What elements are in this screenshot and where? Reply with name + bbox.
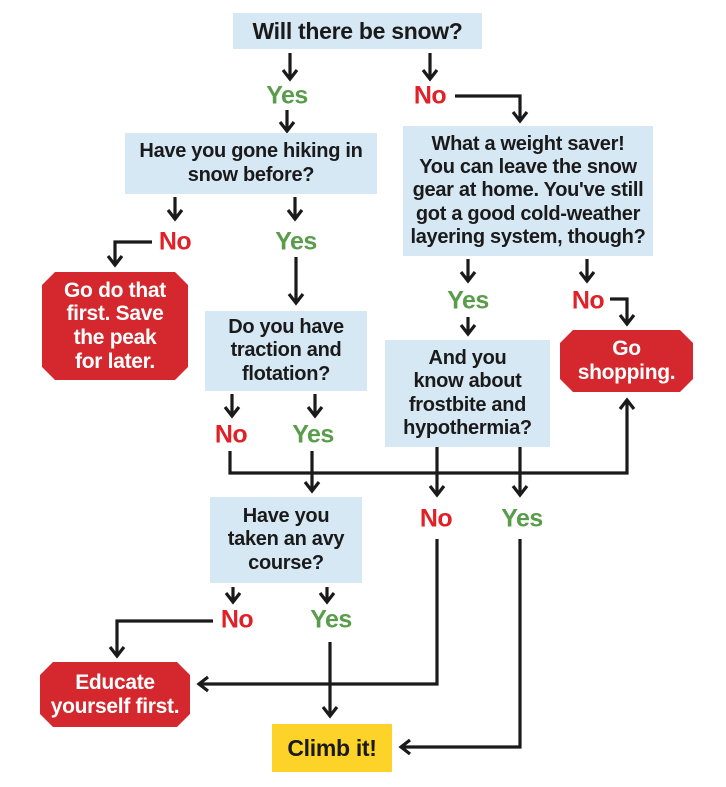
node-will-there-be-snow: Will there be snow?: [233, 13, 482, 49]
label-yes-avy: Yes: [310, 605, 352, 634]
label-yes-traction: Yes: [292, 420, 334, 449]
node-avy-course: Have you taken an avy course?: [210, 497, 362, 583]
node-educate-yourself: Educate yourself first.: [40, 662, 190, 727]
node-climb-it: Climb it!: [272, 724, 392, 772]
edge-no-educate-long: [196, 539, 439, 693]
label-no-frostbite: No: [419, 504, 453, 533]
node-go-do-that-first: Go do that first. Save the peak for late…: [42, 272, 188, 380]
label-no-avy: No: [220, 605, 254, 634]
label-yes-snow: Yes: [266, 81, 308, 110]
edge-no-godothat: [106, 240, 152, 268]
edge-no-goshopping-up: [228, 397, 636, 475]
label-yes-weight: Yes: [447, 286, 489, 315]
node-hiking-before: Have you gone hiking in snow before?: [125, 133, 377, 194]
edge-no-weight: [455, 94, 529, 124]
label-yes-hiking: Yes: [275, 227, 317, 256]
edge-yes-climb-long: [398, 539, 522, 756]
label-no-hiking: No: [158, 227, 192, 256]
node-traction-flotation: Do you have traction and flotation?: [205, 311, 367, 391]
label-no-traction: No: [214, 420, 248, 449]
label-no-snow: No: [413, 81, 447, 110]
node-frostbite-hypothermia: And you know about frostbite and hypothe…: [385, 340, 550, 447]
label-yes-frostbite: Yes: [501, 504, 543, 533]
edge-no-educate: [108, 619, 213, 659]
node-go-shopping: Go shopping.: [560, 330, 693, 392]
node-weight-saver: What a weight saver! You can leave the s…: [403, 126, 653, 256]
label-no-weight: No: [571, 286, 605, 315]
edge-no-goshopping: [610, 297, 636, 327]
